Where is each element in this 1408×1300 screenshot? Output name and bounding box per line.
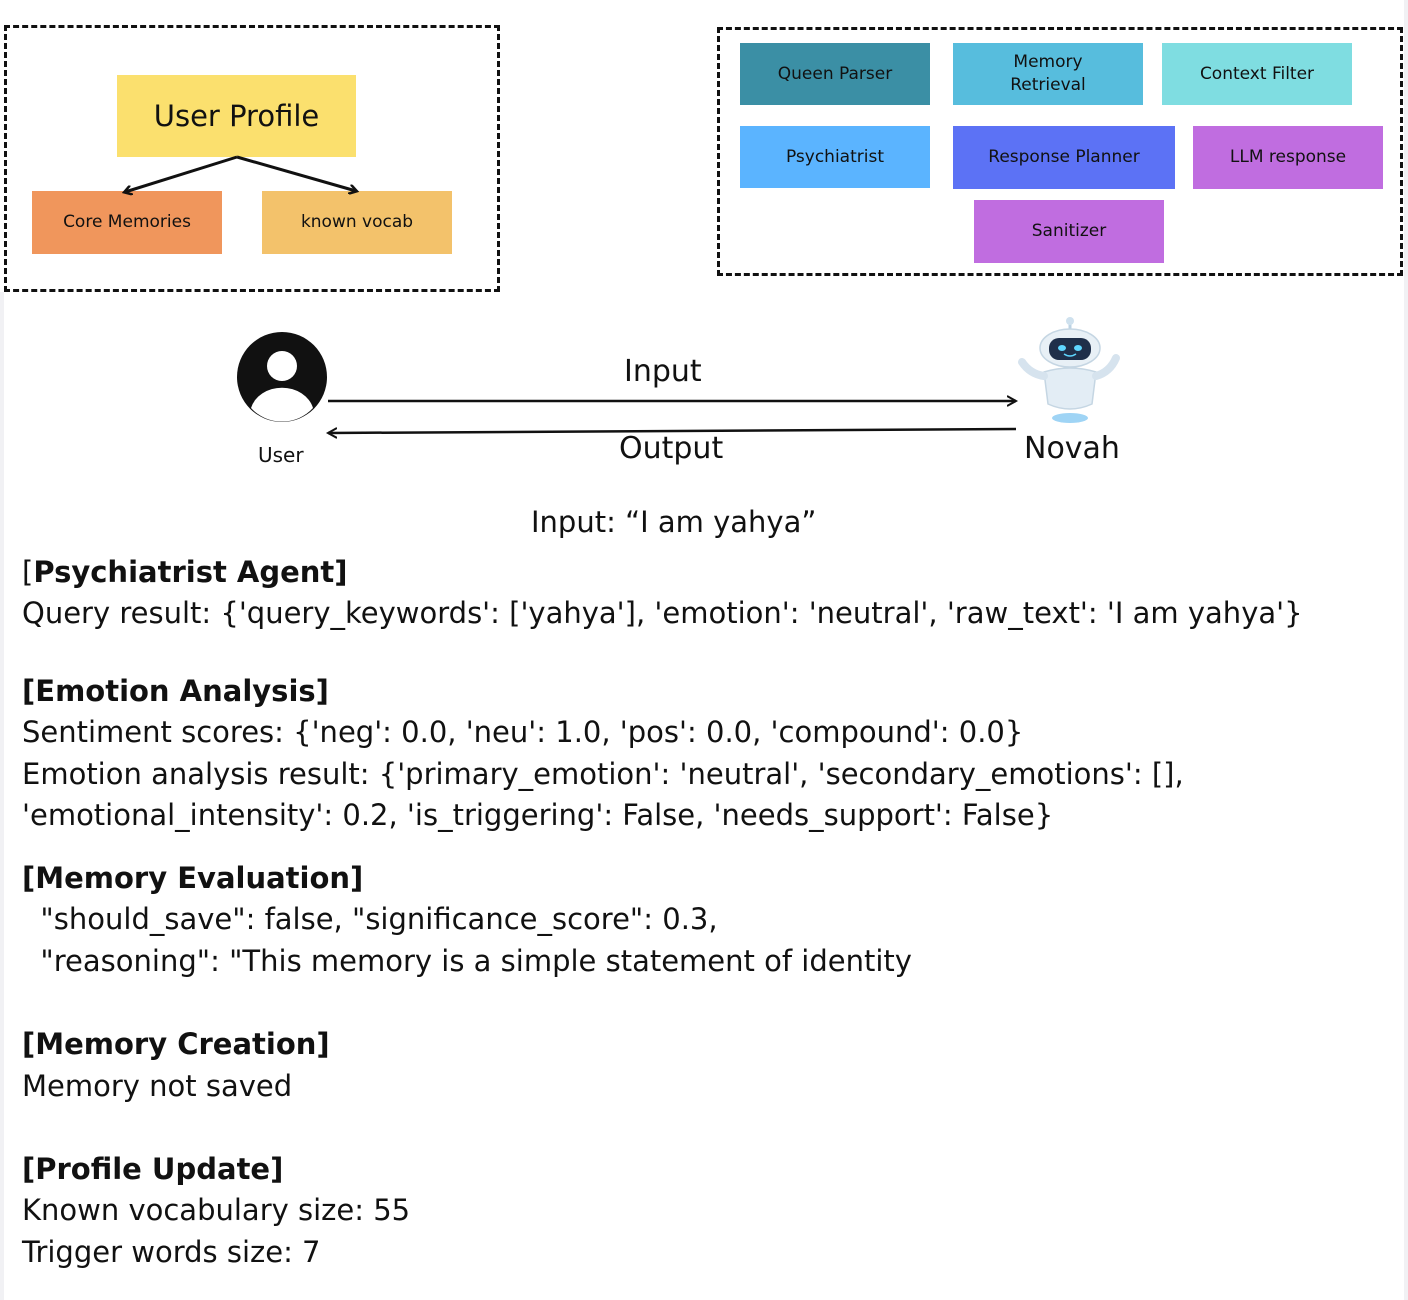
flow-diagram — [237, 317, 1120, 480]
sanitizer-label: Sanitizer — [1031, 221, 1107, 241]
context-filter-label: Context Filter — [1199, 63, 1315, 84]
known-vocab-box: known vocab — [262, 191, 452, 254]
psychiatrist-line: Query result: {'query_keywords': ['yahya… — [22, 596, 1303, 630]
bot-label: Novah — [1024, 431, 1120, 466]
psychiatrist-open-bracket: [ — [22, 555, 34, 589]
memory-eval-line: "reasoning": "This memory is a simple st… — [22, 944, 912, 978]
agents-panel — [717, 27, 1403, 276]
memory-creation-line: Memory not saved — [22, 1069, 293, 1103]
memory-retrieval-label: Memory Retrieval — [1010, 52, 1086, 95]
user-profile-panel — [4, 25, 500, 292]
emotion-line: 'emotional_intensity': 0.2, 'is_triggeri… — [22, 798, 1054, 832]
psychiatrist-section-title: [Psychiatrist Agent] — [22, 552, 348, 594]
user-circle-icon — [237, 332, 327, 422]
context-filter-box: Context Filter — [1162, 43, 1352, 105]
profile-update-title: [Profile Update] — [22, 1152, 284, 1186]
profile-update-line: Known vocabulary size: 55 — [22, 1193, 411, 1227]
queen-parser-label: Queen Parser — [777, 63, 893, 84]
profile-update-section-title: [Profile Update] — [22, 1149, 283, 1191]
psychiatrist-title: Psychiatrist Agent] — [33, 555, 348, 589]
queen-parser-box: Queen Parser — [740, 43, 930, 105]
output-arrow — [328, 429, 1017, 433]
emotion-title: [Emotion Analysis] — [22, 674, 329, 708]
emotion-line: Emotion analysis result: {'primary_emoti… — [22, 757, 1184, 791]
psychiatrist-box: Psychiatrist — [740, 126, 930, 188]
llm-response-label: LLM response — [1229, 147, 1347, 167]
memory-creation-section-title: [Memory Creation] — [22, 1024, 330, 1066]
psychiatrist-label: Psychiatrist — [785, 146, 885, 167]
arrow-to-core-memories — [125, 155, 238, 192]
llm-response-box: LLM response — [1193, 126, 1383, 189]
page-edge-right — [1404, 0, 1408, 1300]
memory-eval-section-title: [Memory Evaluation] — [22, 858, 363, 900]
memory-retrieval-box: Memory Retrieval — [953, 43, 1143, 105]
memory-eval-line: "should_save": false, "significance_scor… — [22, 902, 718, 936]
output-label: Output — [619, 431, 724, 466]
core-memories-box: Core Memories — [32, 191, 222, 254]
user-label: User — [258, 443, 304, 467]
input-label: Input — [624, 354, 702, 389]
arrow-to-known-vocab — [236, 155, 356, 191]
profile-update-line: Trigger words size: 7 — [22, 1235, 321, 1269]
response-planner-label: Response Planner — [988, 147, 1140, 167]
known-vocab-label: known vocab — [300, 212, 414, 232]
profile-connectors — [0, 155, 520, 300]
memory-creation-title: [Memory Creation] — [22, 1027, 330, 1061]
sanitizer-box: Sanitizer — [974, 200, 1164, 263]
emotion-line: Sentiment scores: {'neg': 0.0, 'neu': 1.… — [22, 715, 1024, 749]
input-example: Input: “I am yahya” — [531, 505, 817, 539]
emotion-section-title: [Emotion Analysis] — [22, 671, 329, 713]
page-edge-left — [0, 292, 4, 1300]
user-profile-label: User Profile — [153, 98, 320, 133]
response-planner-box: Response Planner — [953, 126, 1175, 189]
user-profile-box: User Profile — [117, 75, 356, 157]
robot-icon — [1018, 317, 1120, 423]
memory-eval-title: [Memory Evaluation] — [22, 861, 364, 895]
core-memories-label: Core Memories — [63, 212, 191, 232]
